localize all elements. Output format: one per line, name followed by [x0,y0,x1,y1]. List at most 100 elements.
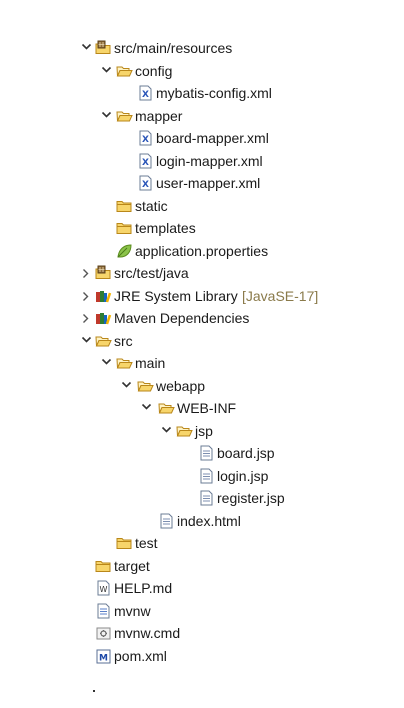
tree-item-label: src/test/java [114,265,189,281]
tree-item[interactable]: src/main/resources [0,37,404,60]
tree-item[interactable]: static [0,195,404,218]
tree-item-label: src/main/resources [114,40,233,56]
chevron-down-icon[interactable] [99,60,113,82]
source-folder-icon [95,265,112,281]
tree-item[interactable]: mvnw.cmd [0,622,404,645]
markdown-file-icon: W [95,580,112,596]
tree-item[interactable]: Maven Dependencies [0,307,404,330]
folder-icon [95,558,112,574]
tree-item-label: webapp [156,377,206,394]
tree-item[interactable]: mapper [0,105,404,128]
folder-icon [116,63,133,79]
svg-text:X: X [142,158,149,168]
tree-item[interactable]: src [0,330,404,353]
svg-text:X: X [142,135,149,145]
tree-item[interactable]: config [0,60,404,83]
text-file-icon [198,468,215,484]
tree-item-label: target [114,557,150,574]
tree-item[interactable]: W HELP.md [0,577,404,600]
xml-file-icon: X [137,175,154,191]
tree-item-label: JRE System Library [114,287,238,304]
tree-item[interactable]: target [0,555,404,578]
tree-item[interactable]: register.jsp [0,487,404,510]
chevron-down-icon[interactable] [79,37,93,59]
tree-item-label: mvnw [114,602,151,619]
tree-item-label: test [135,535,158,551]
tree-item[interactable]: jsp [0,420,404,443]
tree-item[interactable]: test [0,532,404,555]
chevron-down-icon[interactable] [139,397,153,419]
stray-dot [93,690,95,692]
tree-item[interactable]: login.jsp [0,465,404,488]
tree-item-label: application.properties [135,242,269,259]
library-icon [95,288,112,304]
chevron-down-icon[interactable] [119,375,133,397]
plain-file-icon [95,603,112,619]
xml-file-icon: X [137,85,154,101]
tree-item[interactable]: WEB-INF [0,397,404,420]
svg-text:W: W [100,585,108,594]
tree-item-label: config [135,62,173,79]
chevron-down-icon[interactable] [99,352,113,374]
folder-icon [116,198,133,214]
chevron-right-icon[interactable] [79,307,93,329]
tree-item-label: HELP.md [114,580,173,596]
xml-file-icon: X [137,153,154,169]
source-folder-icon [95,40,112,56]
tree-item[interactable]: board.jsp [0,442,404,465]
tree-item-label: index.html [177,512,241,529]
chevron-right-icon[interactable] [79,285,93,307]
tree-item-label: WEB-INF [177,400,237,416]
tree-item-label: login-mapper.xml [156,152,263,169]
chevron-down-icon[interactable] [79,330,93,352]
tree-item[interactable]: application.properties [0,240,404,263]
tree-item[interactable]: src/test/java [0,262,404,285]
tree-item[interactable]: mvnw [0,600,404,623]
folder-icon [95,333,112,349]
tree-item-label: register.jsp [217,490,285,506]
maven-pom-icon: M [95,648,112,664]
library-icon [95,310,112,326]
tree-item[interactable]: JRE System Library[JavaSE-17] [0,285,404,308]
tree-item-label: main [135,355,166,371]
tree-item[interactable]: templates [0,217,404,240]
tree-item[interactable]: index.html [0,510,404,533]
tree-item-label: mvnw.cmd [114,625,181,641]
chevron-down-icon[interactable] [99,105,113,127]
tree-item-label: pom.xml [114,647,167,664]
tree-item-decoration: [JavaSE-17] [242,287,319,304]
svg-text:X: X [142,180,149,190]
folder-icon [176,423,193,439]
chevron-right-icon[interactable] [79,262,93,284]
properties-file-icon [116,243,133,259]
tree-item-label: templates [135,220,196,236]
text-file-icon [198,490,215,506]
folder-icon [137,378,154,394]
chevron-down-icon[interactable] [159,420,173,442]
tree-item-label: user-mapper.xml [156,175,261,191]
tree-item[interactable]: main [0,352,404,375]
tree-item-label: static [135,197,168,214]
svg-text:M: M [99,653,108,663]
tree-item-label: mybatis-config.xml [156,85,272,101]
tree-item-label: login.jsp [217,467,269,484]
folder-icon [158,400,175,416]
svg-text:X: X [142,90,149,100]
text-file-icon [198,445,215,461]
cmd-file-icon [95,625,112,641]
folder-icon [116,220,133,236]
tree-item[interactable]: webapp [0,375,404,398]
xml-file-icon: X [137,130,154,146]
tree-item-label: src [114,332,133,349]
tree-item-label: mapper [135,107,183,124]
folder-icon [116,355,133,371]
text-file-icon [158,513,175,529]
folder-icon [116,108,133,124]
tree-item-label: board-mapper.xml [156,130,269,146]
